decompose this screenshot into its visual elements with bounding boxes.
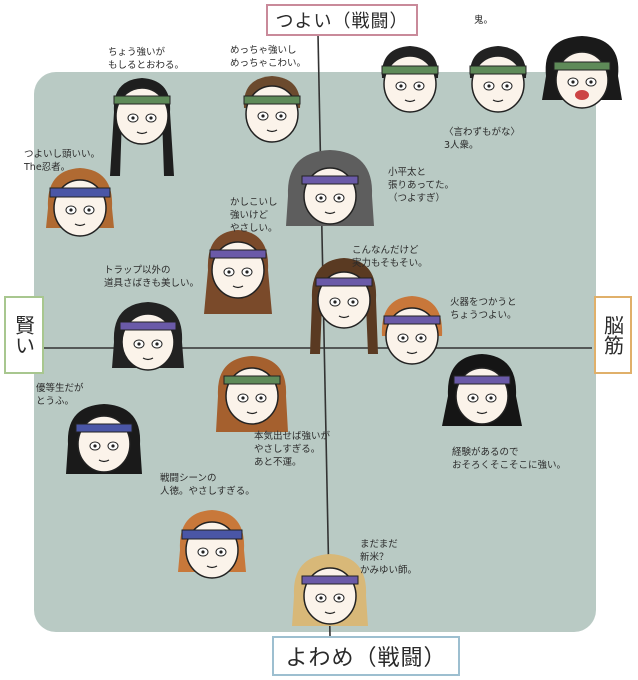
note-5: かしこいし 強いけど やさしい。 <box>230 197 278 234</box>
face-strong-scary-1 <box>110 78 174 176</box>
note-6: こんなんだけど 実力もそもそい。 <box>352 245 428 269</box>
face-firearms <box>381 296 443 365</box>
face-newcomer <box>292 554 368 626</box>
note-4: 小平太と 張りあってた。 （つよすぎ） <box>388 167 455 204</box>
face-trio-1 <box>381 46 439 113</box>
face-trap-user <box>112 302 184 371</box>
face-trio-3 <box>542 36 622 109</box>
face-kohei-rival <box>286 150 374 226</box>
face-capable <box>310 258 378 354</box>
note-12: 戦闘シーンの 人徳。やさしすぎる。 <box>160 473 255 497</box>
note-3: つよいし頭いい。 The忍者。 <box>24 149 101 173</box>
vertical-axis <box>317 33 331 637</box>
axis-label-left: 賢い <box>4 296 44 374</box>
axis-label-right: 脳筋 <box>594 296 632 374</box>
note-oni: 鬼。 <box>474 15 494 26</box>
face-kind-smart <box>204 230 272 314</box>
note-11: 経験があるので おそろくそこそこに強い。 <box>452 447 567 471</box>
face-experienced <box>442 354 522 426</box>
note-13: まだまだ 新米？ かみゆい師。 <box>360 539 418 576</box>
face-trio-2 <box>469 46 527 113</box>
note-trio: 〈言わずもがな〉 3人衆。 <box>444 127 521 151</box>
note-7: トラップ以外の 道具さばきも美しい。 <box>104 265 200 289</box>
face-gentle <box>178 510 246 579</box>
note-10: 本気出せば強いが やさしすぎる。 あと不運。 <box>254 431 331 468</box>
face-unlucky <box>216 356 288 432</box>
note-8: 火器をつかうと ちょうつよい。 <box>450 297 517 321</box>
note-1: ちょう強いが もしるとおわる。 <box>108 47 185 71</box>
face-strong-scary-2 <box>243 76 301 143</box>
axis-label-bottom: よわめ（戦闘） <box>272 636 460 676</box>
note-9: 優等生だが とうふ。 <box>36 383 84 407</box>
face-ninja <box>46 168 114 237</box>
face-honor-student <box>66 404 142 474</box>
axis-label-top: つよい（戦闘） <box>266 4 418 36</box>
note-2: めっちゃ強いし めっちゃこわい。 <box>230 45 307 69</box>
